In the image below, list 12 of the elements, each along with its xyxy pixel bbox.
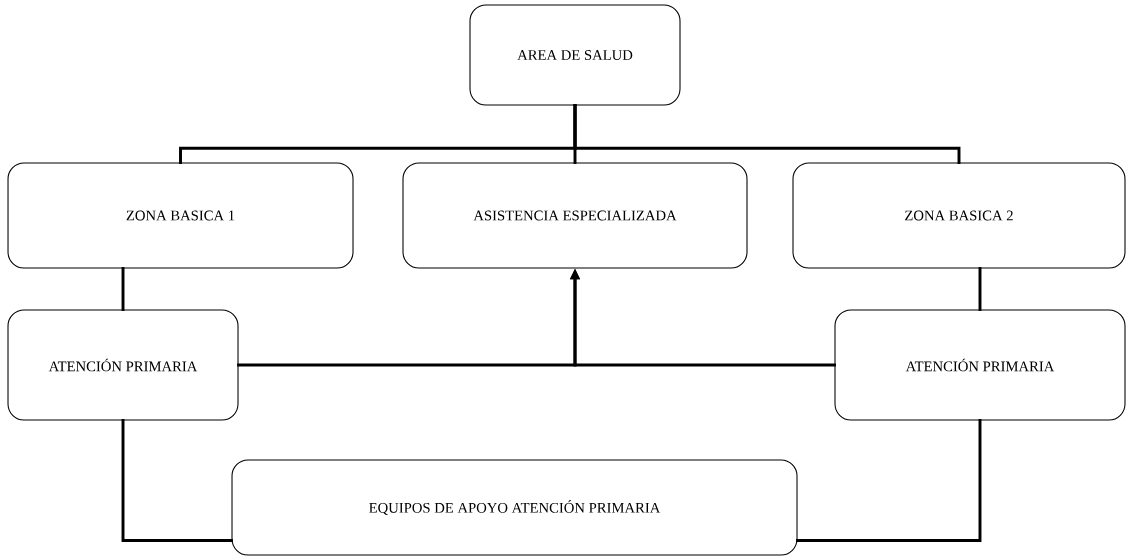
org-box: ASISTENCIA ESPECIALIZADA [402, 162, 748, 269]
org-box: ZONA BASICA 1 [7, 162, 354, 269]
org-box: ZONA BASICA 2 [792, 162, 1126, 269]
org-box: EQUIPOS DE APOYO ATENCIÓN PRIMARIA [231, 459, 798, 556]
org-box: AREA DE SALUD [469, 4, 681, 106]
connector [121, 267, 125, 311]
org-box: ATENCIÓN PRIMARIA [7, 309, 239, 421]
connector [121, 419, 233, 542]
connector [573, 104, 961, 164]
connector [796, 419, 982, 542]
org-box: ATENCIÓN PRIMARIA [834, 309, 1126, 421]
connector [978, 267, 982, 311]
